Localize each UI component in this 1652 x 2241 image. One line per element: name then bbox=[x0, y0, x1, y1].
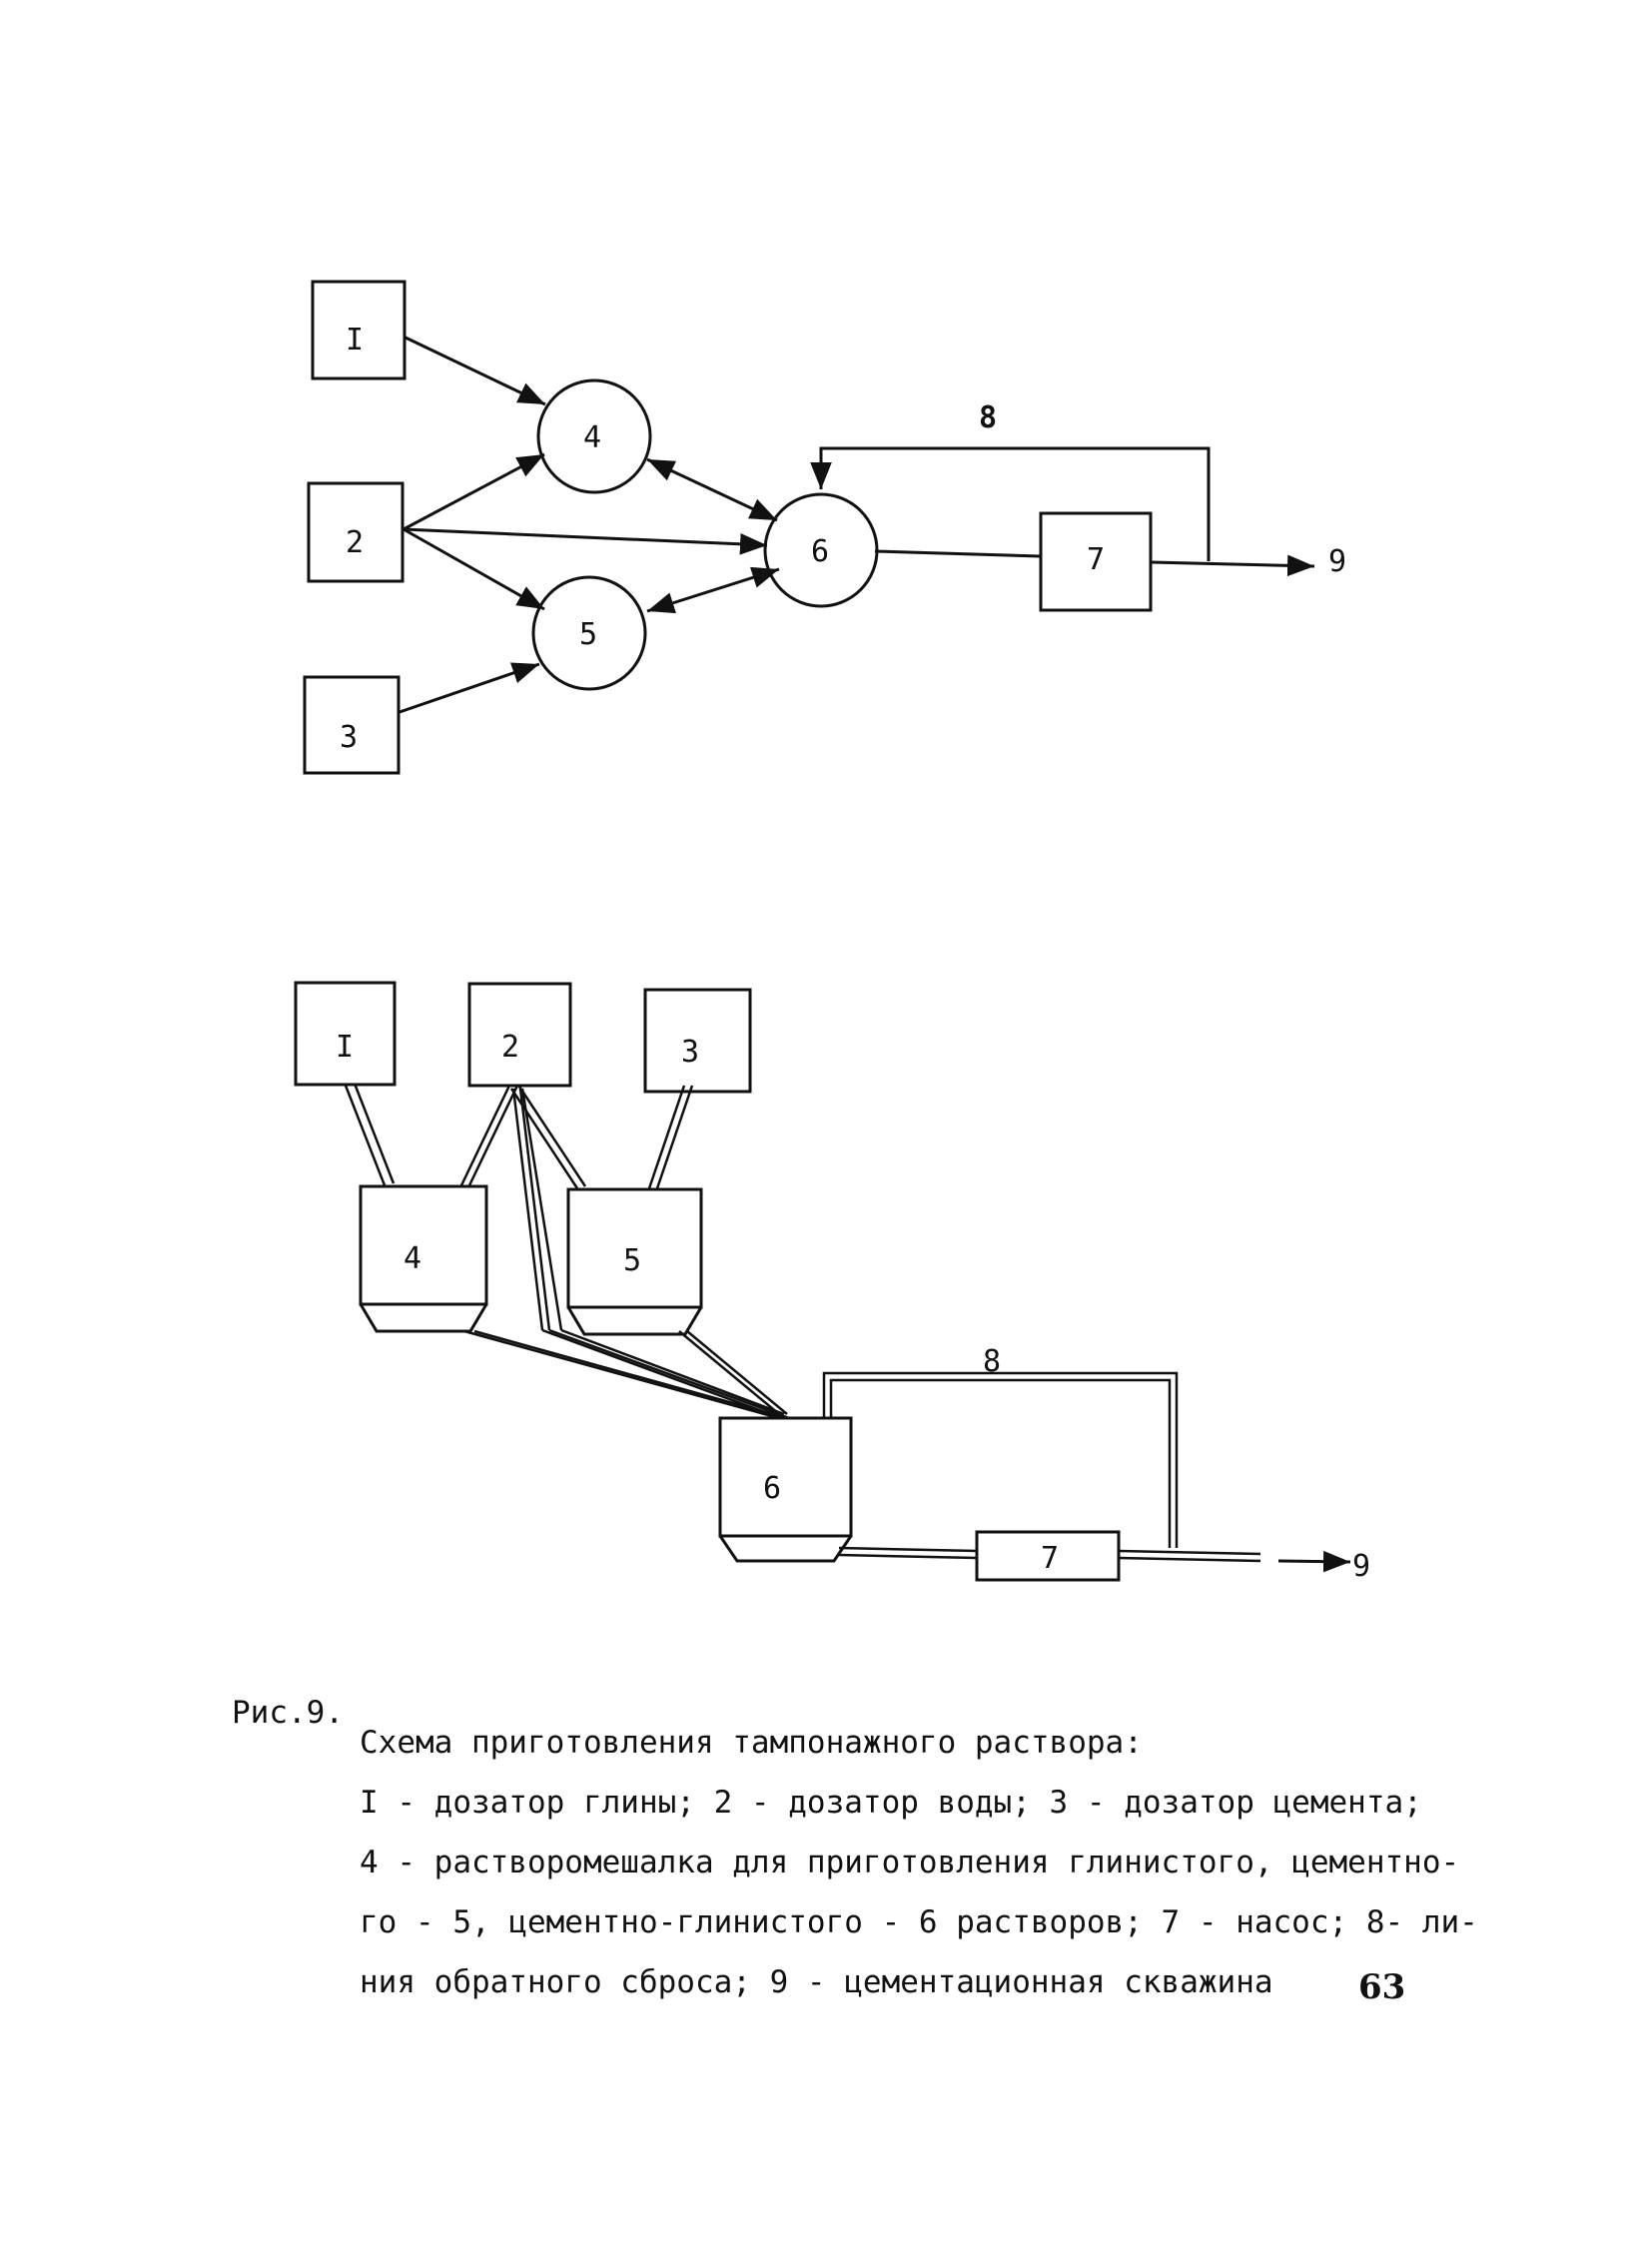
eq-pump-7-label: 7 bbox=[1041, 1541, 1059, 1576]
schematic-diagram bbox=[303, 280, 1315, 775]
eq-line-8-label: 8 bbox=[983, 1344, 1001, 1379]
edge-1-4 bbox=[405, 336, 546, 406]
eq-box-1-label: I bbox=[336, 1030, 354, 1065]
eq-box-2 bbox=[467, 982, 572, 1088]
circle-4-label: 4 bbox=[583, 420, 601, 455]
box-3-label: 3 bbox=[340, 720, 358, 755]
circle-6 bbox=[763, 492, 879, 608]
eq-pump-7 bbox=[975, 1530, 1121, 1582]
caption-line: 4 - растворомешалка для приготовления гл… bbox=[360, 1845, 1460, 1880]
box-1-label: I bbox=[346, 323, 364, 358]
edge-2-5 bbox=[403, 527, 545, 611]
eq-box-3 bbox=[643, 988, 752, 1094]
caption-line: I - дозатор глины; 2 - дозатор воды; 3 -… bbox=[360, 1785, 1422, 1821]
eq-mixer-5 bbox=[566, 1187, 703, 1336]
box-1 bbox=[311, 280, 407, 380]
line-8-label: 8 bbox=[979, 400, 997, 435]
eq-box-3-label: 3 bbox=[681, 1035, 699, 1070]
edge-6-7 bbox=[874, 549, 1042, 558]
caption-prefix: Рис.9. bbox=[232, 1695, 344, 1731]
eq-mixer-6-label: 6 bbox=[763, 1471, 781, 1506]
equipment-labels: I 2 3 4 5 6 7 8 9 bbox=[336, 1030, 1370, 1584]
circle-6-label: 6 bbox=[811, 534, 829, 569]
page-number: 63 bbox=[1358, 1967, 1406, 2007]
caption-line: Схема приготовления тампонажного раствор… bbox=[360, 1725, 1143, 1761]
eq-box-1 bbox=[294, 981, 397, 1087]
box-7 bbox=[1039, 511, 1153, 612]
box-2-label: 2 bbox=[346, 525, 364, 560]
edge-3-5 bbox=[399, 662, 540, 714]
box-3 bbox=[303, 675, 401, 775]
caption-line: ния обратного сброса; 9 - цементационная… bbox=[360, 1964, 1273, 2000]
circle-4 bbox=[536, 378, 652, 494]
eq-mixer-5-label: 5 bbox=[623, 1243, 641, 1278]
edge-2-6 bbox=[403, 527, 768, 555]
eq-mixer-6 bbox=[718, 1416, 853, 1563]
output-9-label: 9 bbox=[1328, 544, 1346, 579]
circle-5 bbox=[531, 575, 647, 691]
eq-mixer-4 bbox=[359, 1184, 488, 1333]
eq-output-9-label: 9 bbox=[1352, 1549, 1370, 1584]
edge-4-6 bbox=[646, 457, 778, 522]
edge-7-9 bbox=[1151, 554, 1315, 577]
edge-5-6 bbox=[646, 566, 780, 614]
eq-box-2-label: 2 bbox=[501, 1030, 519, 1065]
box-2 bbox=[307, 481, 405, 583]
equipment-diagram bbox=[294, 981, 1351, 1582]
box-7-label: 7 bbox=[1087, 542, 1105, 577]
eq-mixer-4-label: 4 bbox=[404, 1241, 421, 1276]
return-line-8 bbox=[810, 446, 1211, 561]
edge-2-4 bbox=[403, 452, 545, 531]
circle-5-label: 5 bbox=[579, 617, 597, 652]
schematic-labels: I 2 3 4 5 6 7 8 9 bbox=[340, 323, 1346, 755]
caption-line: го - 5, цементно-глинистого - 6 растворо… bbox=[360, 1904, 1478, 1940]
